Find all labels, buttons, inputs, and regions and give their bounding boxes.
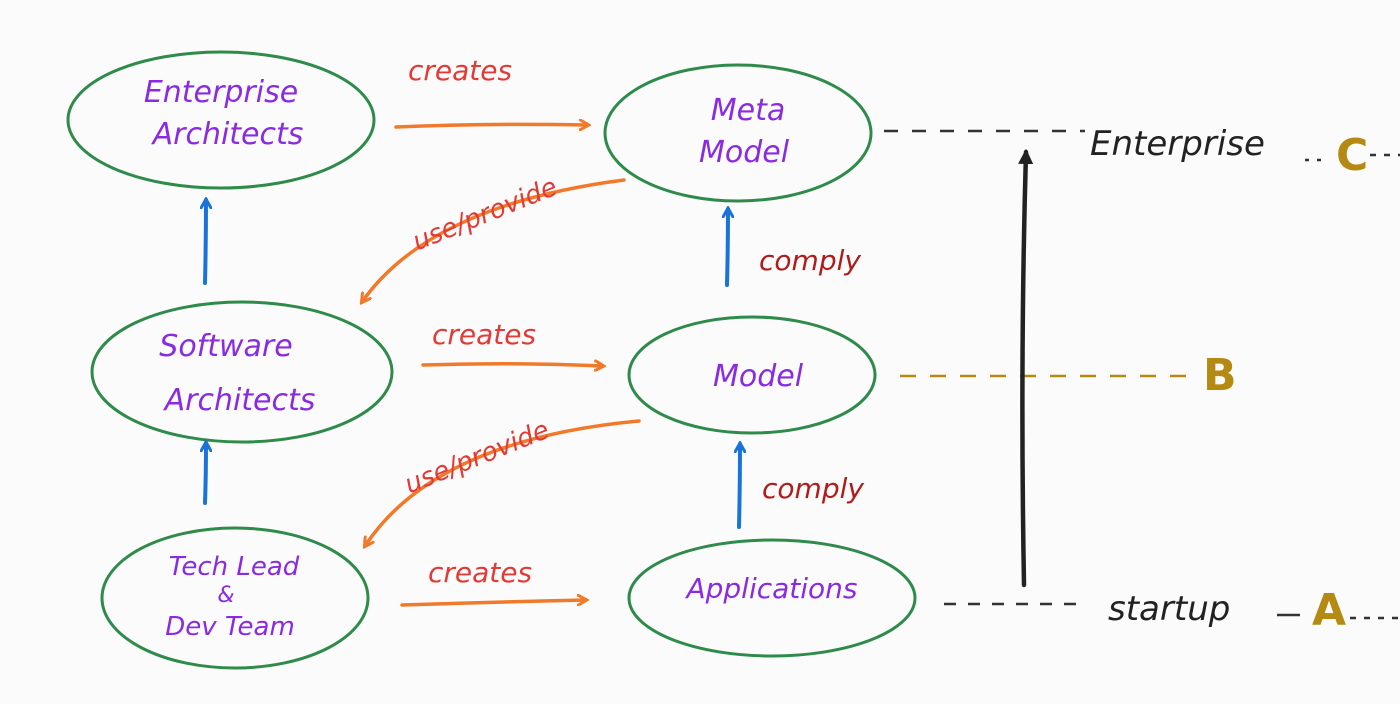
edge-creates-bottom: creates: [400, 556, 586, 607]
edge-use-provide-top: use/provide: [362, 172, 626, 302]
node-label-line: Enterprise: [144, 75, 298, 110]
edge-comply-bottom: comply: [739, 444, 864, 529]
node-label-line: Software: [159, 329, 292, 364]
node-software-architects: Software Architects: [90, 300, 394, 444]
level-label: startup: [1108, 589, 1230, 629]
node-label-line: &: [217, 583, 234, 608]
node-label-line: Meta: [711, 93, 786, 128]
node-label-line: Model: [699, 135, 790, 170]
edge-creates-mid: creates: [421, 318, 603, 366]
edge-up-software-to-enterprise: [205, 200, 206, 285]
edge-label: comply: [762, 472, 864, 505]
edge-label: use/provide: [408, 172, 561, 257]
node-model: Model: [627, 315, 877, 435]
edge-label: creates: [428, 556, 532, 589]
node-applications: Applications: [627, 538, 917, 658]
node-label-line: Tech Lead: [169, 552, 300, 582]
edge-label: creates: [432, 318, 536, 351]
node-label-line: Architects: [151, 117, 304, 152]
edge-label: comply: [759, 244, 861, 277]
node-label-line: Model: [713, 359, 804, 394]
node-label-line: Applications: [684, 572, 857, 605]
edge-comply-top: comply: [727, 209, 861, 287]
node-tech-lead-dev-team: Tech Lead & Dev Team: [100, 526, 370, 670]
node-meta-model: Meta Model: [603, 63, 873, 203]
edge-label: use/provide: [400, 415, 553, 500]
node-label-line: Architects: [163, 383, 316, 418]
level-letter: B: [1203, 350, 1237, 401]
node-label-line: Dev Team: [165, 612, 295, 642]
edge-up-tech-to-software: [205, 443, 206, 505]
level-letter: C: [1336, 130, 1368, 181]
edge-label: creates: [408, 54, 512, 87]
level-line-top: Enterprise C: [884, 124, 1400, 181]
edge-growth-arrow: [1018, 148, 1034, 588]
level-line-middle: B: [900, 350, 1237, 401]
node-enterprise-architects: Enterprise Architects: [66, 50, 376, 190]
edge-creates-top: creates: [394, 54, 588, 127]
level-label: Enterprise: [1090, 124, 1265, 164]
edge-use-provide-bottom: use/provide: [365, 415, 641, 546]
level-line-bottom: startup A: [944, 585, 1400, 636]
level-letter: A: [1312, 585, 1346, 636]
